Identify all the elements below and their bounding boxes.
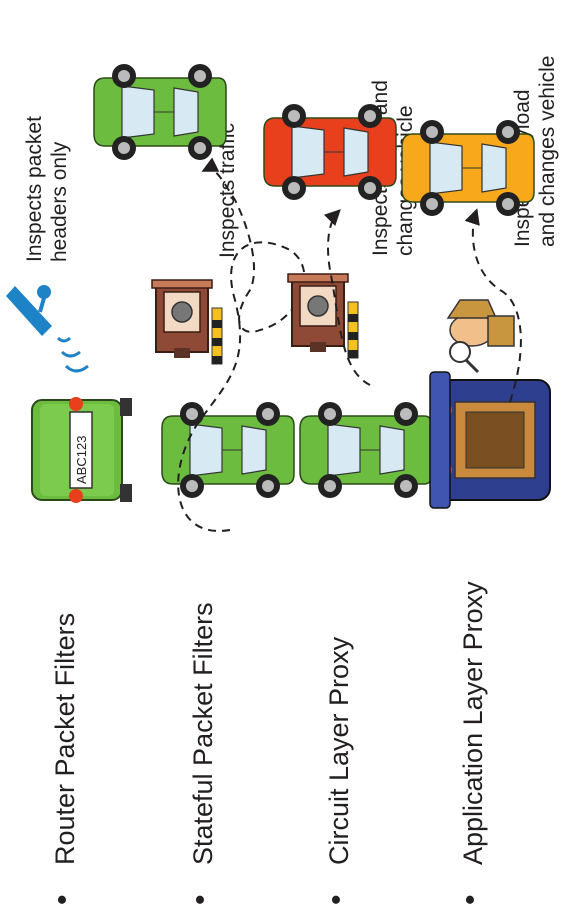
toll-booth-icon — [151, 279, 223, 365]
license-plate-car-icon: ABC123 — [31, 397, 132, 503]
plate-text: ABC123 — [74, 436, 89, 484]
car-icon — [401, 119, 535, 217]
detective-icon — [446, 299, 515, 374]
car-icon — [93, 63, 227, 161]
car-icon — [299, 401, 433, 499]
surveillance-camera-icon — [6, 285, 89, 373]
car-icon — [263, 103, 397, 201]
open-hood-car-icon — [429, 371, 551, 509]
toll-booth-icon — [287, 273, 359, 359]
dashed-path — [464, 208, 522, 403]
dashed-path — [323, 209, 371, 386]
dashed-path — [177, 157, 306, 532]
car-icon — [161, 401, 295, 499]
